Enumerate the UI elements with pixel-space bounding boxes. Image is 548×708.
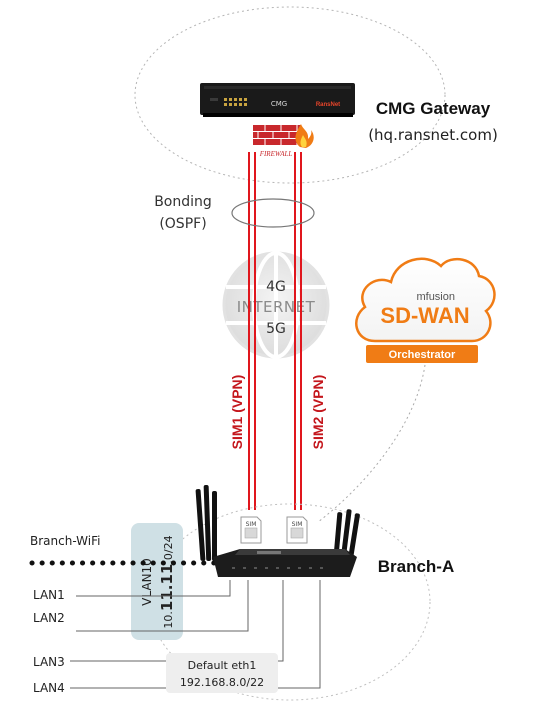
branch-wifi-label: Branch-WiFi [30,534,100,548]
bonding-protocol-label: (OSPF) [159,216,206,232]
bonding-ellipse [231,198,315,228]
ransnet-logo: RansNet [316,102,340,108]
default-eth1-subnet: 192.168.8.0/22 [180,676,264,689]
lan1-label: LAN1 [33,588,65,602]
orchestrator-link [317,364,426,523]
sdwan-title: SD-WAN [380,303,469,328]
gateway-name: CMG Gateway [376,99,491,118]
vlan10-label: VLAN10 [140,558,154,606]
lan4-label: LAN4 [33,681,65,695]
default-eth1-box [166,653,278,693]
gateway-host: (hq.ransnet.com) [368,126,498,144]
lan2-label: LAN2 [33,611,65,625]
orchestrator-label: Orchestrator [389,349,456,361]
cmg-gateway-device [200,83,355,117]
sim1-card-icon [240,516,262,544]
internet-top-label: 4G [266,279,286,295]
firewall-icon [253,124,314,148]
vpn-tunnels [248,152,302,510]
firewall-label: FIREWALL [259,150,293,158]
vlan10-subnet-bold: 11.11 [158,564,176,611]
sim2-card-icon [286,516,308,544]
bonding-label: Bonding [154,194,212,210]
branch-name: Branch-A [378,557,455,576]
default-eth1-label: Default eth1 [188,659,257,672]
sim1-vpn-label: SIM1 (VPN) [229,375,245,450]
sim2-card-label: SIM [292,521,303,528]
sim2-vpn-label: SIM2 (VPN) [310,375,326,450]
lan-connections [70,580,321,689]
vlan10-subnet-suffix: .0/24 [162,535,175,563]
branch-router-device [195,484,360,577]
cmg-device-label: CMG [271,100,287,108]
lan3-label: LAN3 [33,655,65,669]
sim1-card-label: SIM [246,521,257,528]
mfusion-logo: mfusion [416,291,455,303]
sdwan-cloud-icon [355,257,496,343]
orchestrator-badge [366,345,478,363]
vlan10-subnet: 10.11.11.0/24 [158,535,176,628]
vlan10-box [131,523,183,640]
internet-bottom-label: 5G [266,321,286,337]
vlan10-subnet-prefix: 10. [162,611,175,629]
hq-network-cloud [134,6,446,184]
